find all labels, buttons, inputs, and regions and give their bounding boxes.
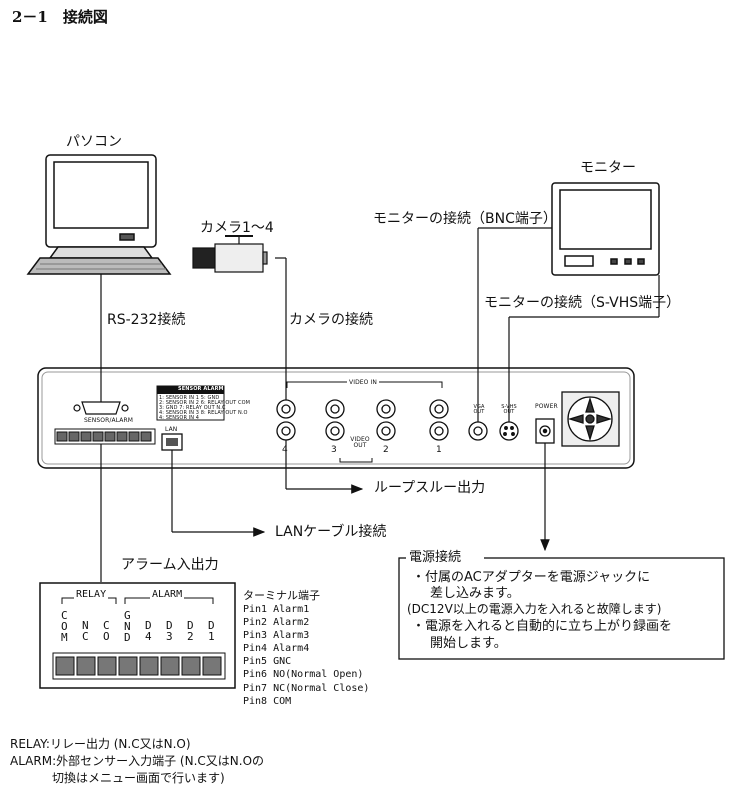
pin-letter: 4 (145, 630, 152, 643)
camera-label: カメラ1～4 (200, 220, 274, 236)
relay-group-label: RELAY (74, 589, 109, 600)
rs232-label: RS-232接続 (107, 312, 186, 328)
sensor-alarm-title: SENSOR ALARM (178, 386, 224, 392)
pin-row: Pin2 Alarm2 (243, 617, 310, 628)
svhs-connector (499, 421, 519, 441)
channel-label-1: 1 (436, 445, 442, 455)
monitor-svhs-label: モニターの接続（S-VHS端子） (484, 295, 681, 311)
pin-row: Pin7 NC(Normal Close) (243, 683, 370, 694)
pin-letter: D (124, 631, 131, 644)
note-alarm: ALARM:外部センサー入力端子 (N.C又はN.Oの (10, 754, 265, 768)
power-jack (535, 418, 555, 444)
section-title: 2－1 接続図 (12, 8, 108, 26)
pin-letter: G (124, 609, 131, 622)
sensor-alarm-row: 2: SENSOR IN 2 6: RELAY OUT COM (159, 400, 251, 406)
pin-letter: C (82, 630, 89, 643)
pin-letter: D (145, 619, 152, 632)
alarm-group-label: ALARM (150, 589, 185, 600)
sensor-alarm-row: 4: SENSOR IN 3 8: RELAY OUT N.O (159, 410, 248, 416)
sensor-port-label: SENSOR/ALARM (84, 417, 134, 424)
cables (100, 227, 660, 582)
pin-letter: D (166, 619, 173, 632)
power-info-box (398, 557, 725, 660)
pc-illustration (26, 154, 172, 275)
power-box-line: ・電源を入れると自動的に立ち上がり録画を (412, 619, 673, 634)
sensor-alarm-row: 3: GND 7: RELAY OUT N.C (159, 405, 226, 411)
channel-label-3: 3 (331, 445, 337, 455)
camera-illustration (192, 235, 268, 273)
pin-letter: C (103, 619, 110, 632)
pin-letter: M (61, 631, 68, 644)
pin-letter: D (208, 619, 215, 632)
pin-letter: O (103, 630, 110, 643)
lan-connection-label: LANケーブル接続 (275, 524, 387, 540)
terminal-list-title: ターミナル端子 (243, 589, 320, 602)
pin-letter: O (61, 620, 68, 633)
monitor-bnc-label: モニターの接続（BNC端子） (373, 211, 557, 227)
video-out-label: VIDEO OUT (350, 436, 370, 449)
loop-through-label: ループスルー出力 (374, 480, 486, 496)
fan-vent (561, 391, 620, 447)
pin-letter: 1 (208, 630, 215, 643)
power-box-title: 電源接続 (409, 550, 462, 565)
pin-letter: C (61, 609, 68, 622)
pin-row: Pin5 GNC (243, 656, 292, 667)
note-relay: RELAY:リレー出力 (N.C又はN.O) (10, 737, 191, 751)
power-port-label: POWER (535, 403, 558, 410)
monitor-illustration (551, 182, 660, 276)
svhs-out-label: S-VHS OUT (501, 404, 517, 415)
alarm-io-label: アラーム入出力 (121, 557, 219, 573)
power-box-line: ・付属のACアダプターを電源ジャックに (412, 570, 651, 585)
sensor-alarm-row: 4: SENSOR IN 4 (159, 415, 200, 421)
vga-out-label: VGA OUT (473, 404, 485, 415)
channel-label-4: 4 (282, 445, 288, 455)
video-in-label: VIDEO IN (347, 379, 379, 386)
channel-label-2: 2 (383, 445, 389, 455)
pin-row: Pin3 Alarm3 (243, 630, 310, 641)
pc-label: パソコン (66, 134, 122, 150)
pin-letter: 3 (166, 630, 173, 643)
bnc-connectors (276, 399, 488, 441)
camera-connection-label: カメラの接続 (289, 312, 373, 328)
power-box-line: 差し込みます。 (430, 586, 520, 601)
alarm-terminal-block (52, 652, 226, 680)
pin-row: Pin8 COM (243, 696, 292, 707)
lan-port-label: LAN (165, 426, 178, 433)
pin-letter: 2 (187, 630, 194, 643)
panel-terminal-block (54, 428, 156, 445)
pin-letter: D (187, 619, 194, 632)
sensor-alarm-row: 1: SENSOR IN 1 5: GND (159, 395, 220, 401)
pin-letter: N (82, 619, 89, 632)
sensor-alarm-db-connector (73, 401, 129, 415)
pin-row: Pin1 Alarm1 (243, 604, 310, 615)
power-box-line: (DC12V以上の電源入力を入れると故障します) (407, 602, 662, 616)
pin-letter: N (124, 620, 131, 633)
monitor-label: モニター (580, 160, 636, 176)
note-alarm-cont: 切換はメニュー画面で行います) (52, 771, 225, 785)
pin-row: Pin6 NO(Normal Open) (243, 669, 364, 680)
pin-row: Pin4 Alarm4 (243, 643, 310, 654)
power-box-line: 開始します。 (430, 636, 507, 651)
